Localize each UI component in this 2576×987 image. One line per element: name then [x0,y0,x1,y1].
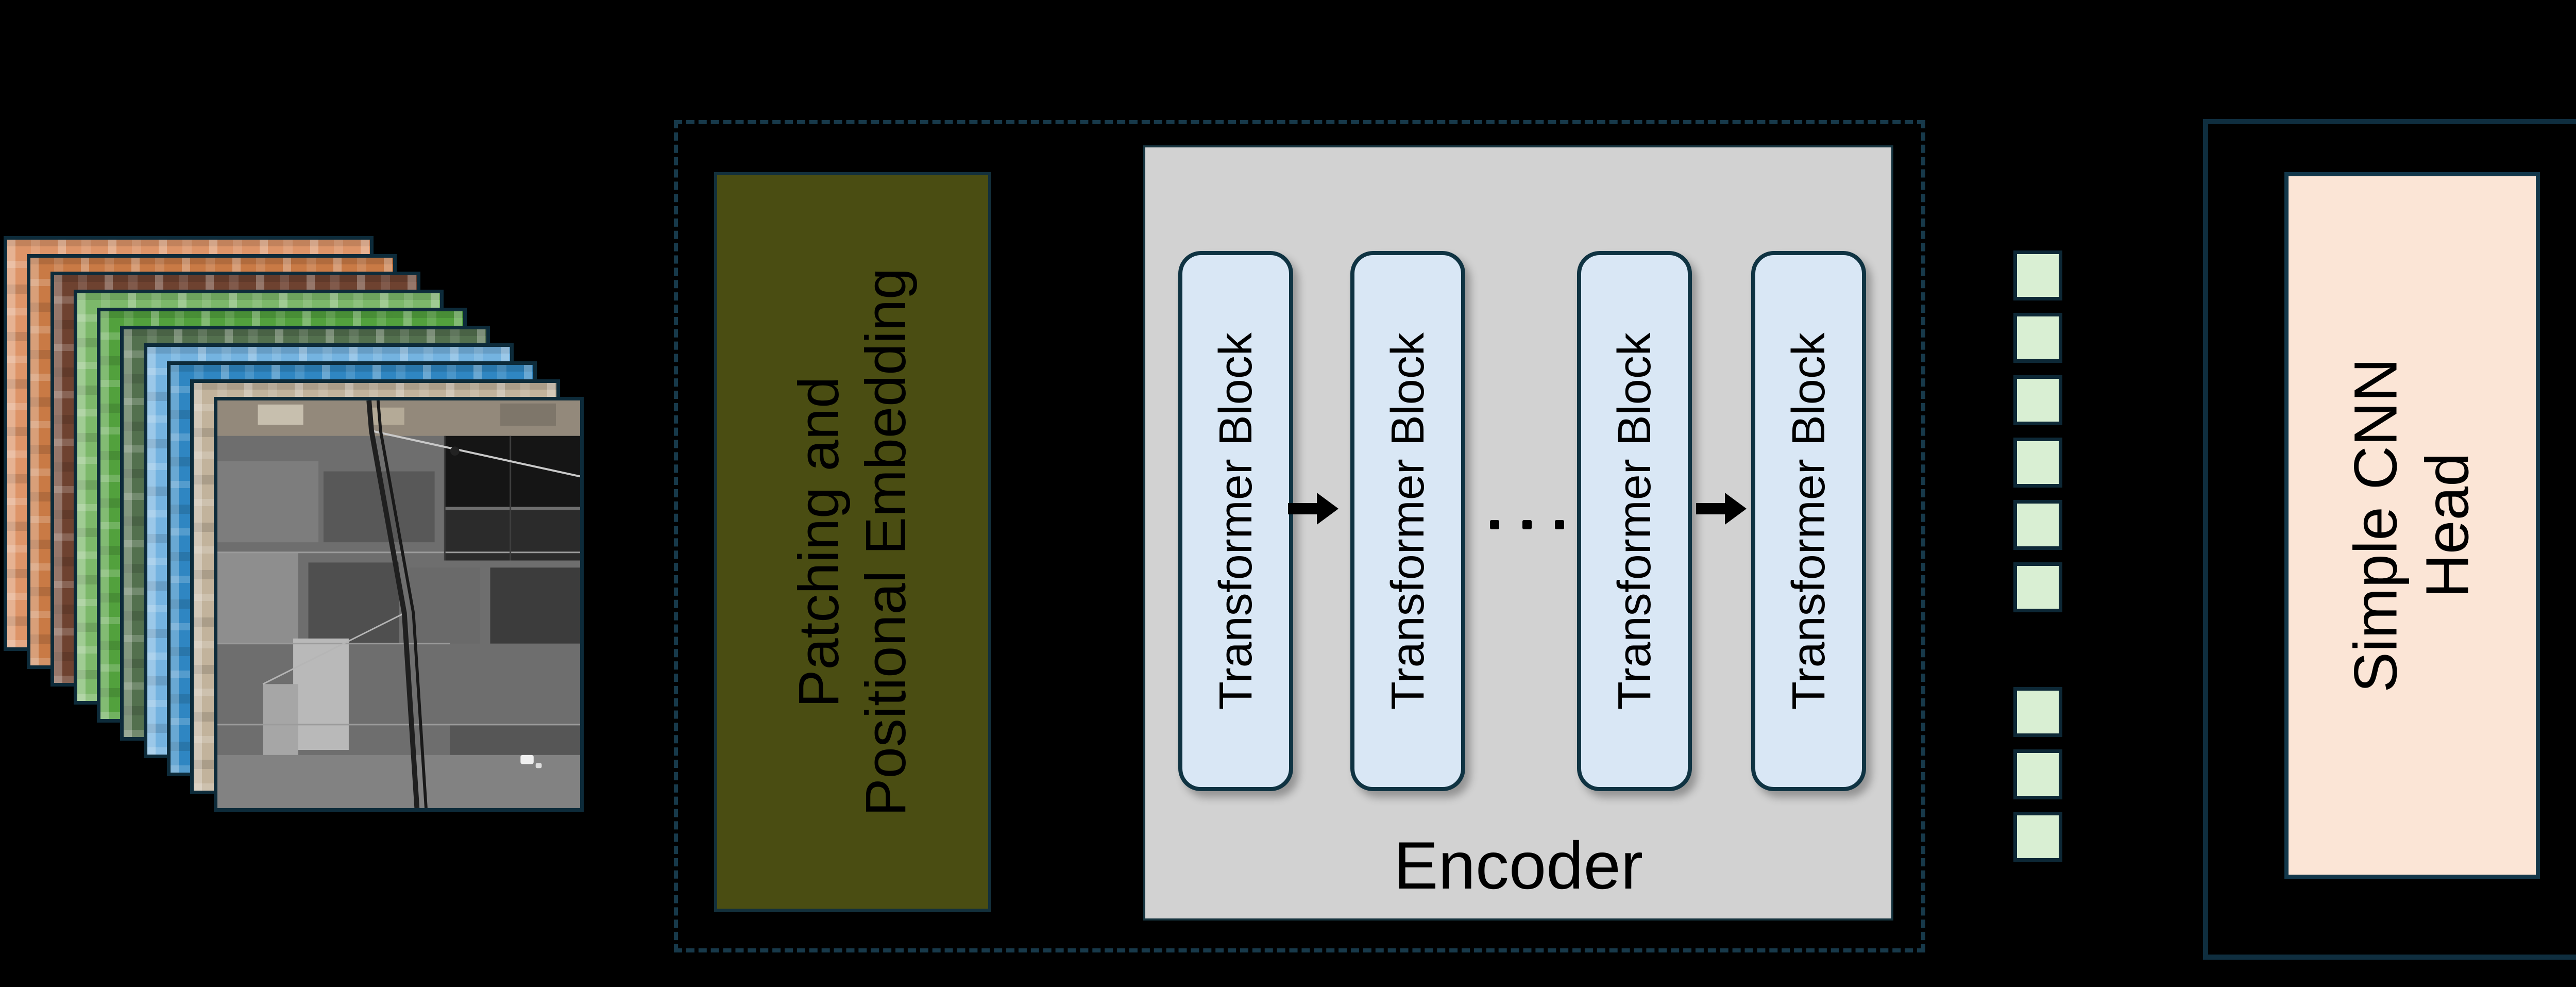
feature-token [2013,438,2062,488]
feature-token [2013,375,2062,425]
transformer-block-2: Transformer Block [1350,251,1465,791]
patch-embedding-label-line1: Patching and [787,376,851,708]
transformer-block-label: Transformer Block [1382,332,1434,710]
feature-token [2013,687,2062,737]
ellipsis-dot [1490,520,1499,529]
satellite-image-layer [214,397,584,812]
feature-token [2013,313,2062,363]
arrow-right-icon [1288,493,1338,525]
transformer-block-label: Transformer Block [1783,332,1835,710]
ellipsis-icon [1490,520,1564,529]
encoder-label: Encoder [1393,828,1643,903]
feature-token [2013,500,2062,550]
patch-embedding-label: Patching and Positional Embedding [786,267,920,816]
feature-token [2013,749,2062,799]
patch-embedding-label-wrap: Patching and Positional Embedding [717,175,988,909]
cnn-head-label: Simple CNN Head [2341,358,2484,693]
cnn-head-box: Simple CNN Head [2284,172,2540,879]
ellipsis-dot [1555,520,1564,529]
cnn-head-label-line2: Head [2414,453,2482,598]
feature-token [2013,562,2062,612]
arrow-shaft [1696,503,1725,514]
satellite-image [217,400,580,808]
feature-token [2013,812,2062,862]
encoder-box: Transformer Block Transformer Block Tran… [1143,145,1893,921]
ellipsis-dot [1522,520,1532,529]
transformer-block-1: Transformer Block [1178,251,1293,791]
arrow-shaft [1288,503,1317,514]
head-group-box [2203,119,2576,960]
transformer-block-3: Transformer Block [1577,251,1692,791]
patch-embedding-label-line2: Positional Embedding [854,267,918,816]
transformer-block-4: Transformer Block [1751,251,1866,791]
arrow-right-icon [1696,493,1747,525]
transformer-block-label: Transformer Block [1608,332,1660,710]
feature-token [2013,250,2062,300]
cnn-head-label-wrap: Simple CNN Head [2289,176,2536,875]
transformer-block-label: Transformer Block [1210,332,1262,710]
arrow-head [1317,493,1338,525]
arrow-head [1725,493,1747,525]
patch-embedding-box: Patching and Positional Embedding [714,172,991,912]
token-column [2013,250,2062,862]
backbone-group-box [674,120,1925,952]
cnn-head-label-line1: Simple CNN [2342,358,2410,693]
